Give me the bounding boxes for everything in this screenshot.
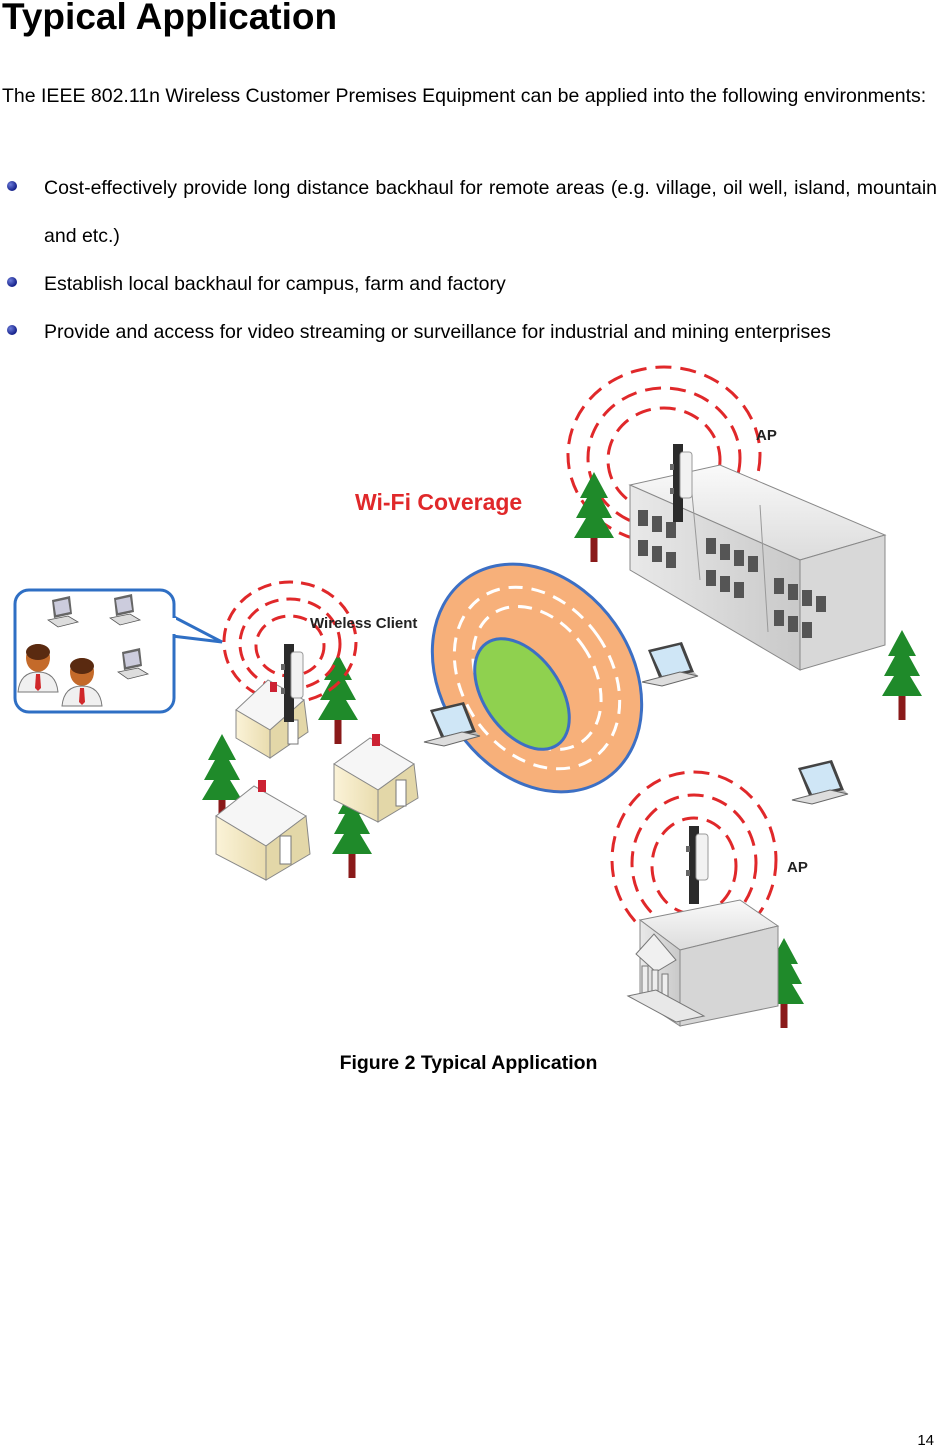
page-number: 14 — [917, 1432, 934, 1449]
tree-icon — [882, 630, 922, 720]
list-item: Cost-effectively provide long distance b… — [0, 164, 937, 260]
laptop-icon — [641, 641, 699, 687]
list-item-text: Provide and access for video streaming o… — [44, 321, 831, 343]
house-icon — [215, 780, 311, 881]
bullet-icon — [7, 325, 17, 335]
bullet-icon — [7, 277, 17, 287]
figure-caption: Figure 2 Typical Application — [339, 1052, 598, 1074]
network-diagram: AP Wi-Fi Coverage Wireless Client — [13, 365, 922, 1028]
wifi-coverage-label: Wi-Fi Coverage — [355, 489, 522, 515]
list-item-text: Establish local backhaul for campus, far… — [44, 273, 506, 295]
house-icon — [333, 734, 419, 823]
list-item-text: Cost-effectively provide long distance b… — [44, 177, 937, 247]
client-users-callout — [13, 588, 223, 714]
laptop-icon — [791, 759, 849, 805]
list-item: Provide and access for video streaming o… — [0, 308, 937, 356]
intro-paragraph: The IEEE 802.11n Wireless Customer Premi… — [2, 85, 927, 107]
page-title: Typical Application — [2, 0, 338, 37]
bullet-icon — [7, 181, 17, 191]
ap-bottom-label: AP — [787, 859, 808, 876]
list-item: Establish local backhaul for campus, far… — [0, 260, 937, 308]
tree-icon — [574, 472, 614, 562]
environment-list: Cost-effectively provide long distance b… — [0, 164, 937, 356]
ap-top-label: AP — [756, 427, 777, 444]
tree-icon — [318, 654, 358, 744]
factory-building-icon — [628, 464, 887, 671]
ap-bottom-antenna-icon — [685, 825, 709, 905]
bank-building-icon — [626, 899, 780, 1027]
typical-application-figure: AP Wi-Fi Coverage Wireless Client — [0, 360, 937, 1040]
wireless-client-label: Wireless Client — [310, 615, 417, 632]
